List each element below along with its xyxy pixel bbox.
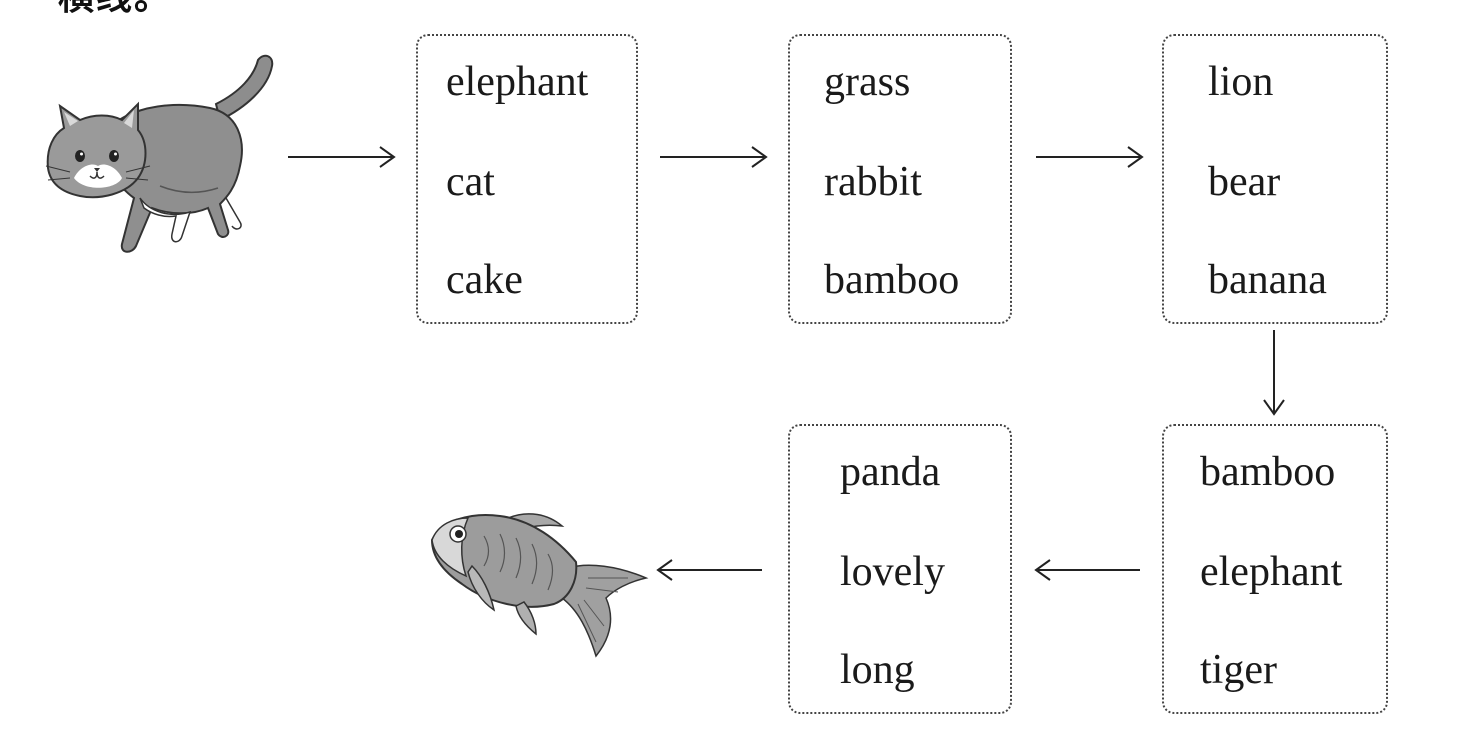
fish-icon [430,513,649,658]
arrow-down-icon [1263,330,1285,416]
word-box-5: panda lovely long [788,424,1012,714]
word-box-3: lion bear banana [1162,34,1388,324]
word-option[interactable]: banana [1208,257,1327,303]
word-option[interactable]: elephant [1200,549,1343,595]
arrow-left-icon [656,559,762,581]
word-option[interactable]: cat [446,159,495,205]
arrow-left-icon [1034,559,1140,581]
word-option[interactable]: rabbit [824,159,922,205]
word-option[interactable]: panda [840,449,941,495]
word-option[interactable]: elephant [446,59,589,105]
arrow-right-icon [660,146,768,168]
arrow-right-icon [288,146,396,168]
word-box-1: elephant cat cake [416,34,638,324]
instruction-fragment: 横线。 [58,0,172,18]
word-option[interactable]: tiger [1200,647,1277,693]
word-box-2: grass rabbit bamboo [788,34,1012,324]
word-option[interactable]: grass [824,59,911,105]
word-option[interactable]: bamboo [824,257,960,303]
cat-icon [45,54,274,253]
word-option[interactable]: cake [446,257,523,303]
word-option[interactable]: bamboo [1200,449,1336,495]
arrow-right-icon [1036,146,1144,168]
word-option[interactable]: lovely [840,549,945,595]
word-option[interactable]: lion [1208,59,1274,105]
word-option[interactable]: long [840,647,915,693]
word-box-4: bamboo elephant tiger [1162,424,1388,714]
word-option[interactable]: bear [1208,159,1281,205]
